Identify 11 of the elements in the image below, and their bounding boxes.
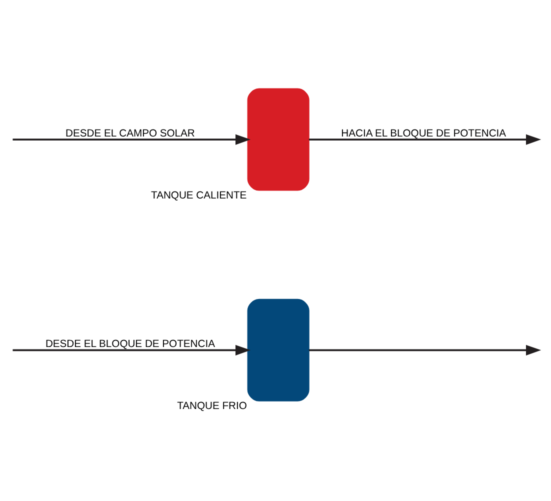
edge-label: DESDE EL CAMPO SOLAR: [66, 128, 195, 140]
arrow: [308, 344, 542, 356]
arrow: [308, 134, 542, 145]
arrow: [12, 344, 251, 356]
edge-label: HACIA EL BLOQUE DE POTENCIA: [341, 128, 506, 140]
edge-label: DESDE EL BLOQUE DE POTENCIA: [45, 339, 215, 350]
node-label: TANQUE CALIENTE: [151, 190, 247, 202]
node-box: [247, 298, 310, 402]
node-label: TANQUE FRIO: [177, 401, 247, 412]
arrow: [12, 134, 251, 145]
node-box: [247, 88, 310, 191]
